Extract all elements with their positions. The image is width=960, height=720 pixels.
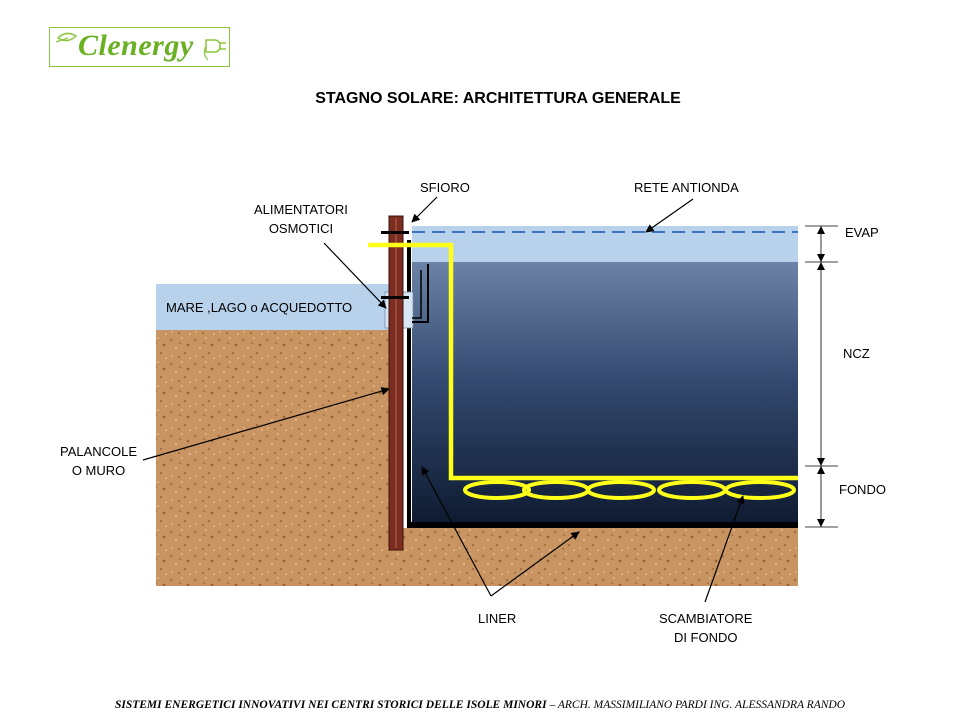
label-alimentatori-line1: ALIMENTATORI bbox=[254, 202, 348, 217]
leader-alimentatori bbox=[323, 242, 387, 309]
leader-palancole bbox=[142, 387, 390, 461]
plug-icon bbox=[203, 39, 226, 61]
heat-exchanger-coils bbox=[463, 480, 796, 500]
footer-title: SISTEMI ENERGETICI INNOVATIVI NEI CENTRI… bbox=[114, 699, 547, 711]
soil-left bbox=[156, 329, 392, 586]
label-evap: EVAP bbox=[845, 225, 879, 240]
footer-authors: – ARCH. MASSIMILIANO PARDI ING. ALESSAND… bbox=[546, 699, 846, 711]
liner-bottom bbox=[407, 522, 798, 528]
label-fondo: FONDO bbox=[839, 482, 886, 497]
label-scambiatore-line2: DI FONDO bbox=[673, 630, 738, 645]
pond-ncz-zone bbox=[412, 262, 798, 524]
logo-text: Clenergy bbox=[78, 29, 194, 62]
label-alimentatori-line2: OSMOTICI bbox=[268, 221, 334, 236]
external-water bbox=[156, 284, 392, 330]
soil-bottom bbox=[392, 528, 798, 586]
label-mare: MARE ,LAGO o ACQUEDOTTO bbox=[166, 300, 353, 315]
leader-rete-antionda bbox=[645, 198, 694, 233]
leader-sfioro bbox=[411, 196, 438, 223]
label-ncz: NCZ bbox=[843, 346, 870, 361]
feeder-pipe-1 bbox=[412, 264, 429, 323]
label-alimentatori: ALIMENTATORI OSMOTICI bbox=[254, 200, 348, 238]
heat-exchanger-pipe bbox=[368, 242, 798, 481]
label-scambiatore: SCAMBIATORE DI FONDO bbox=[659, 609, 752, 647]
dimension-arrows bbox=[817, 226, 825, 527]
leaf-icon bbox=[55, 32, 78, 43]
page-title: STAGNO SOLARE: ARCHITETTURA GENERALE bbox=[315, 90, 681, 107]
label-scambiatore-line1: SCAMBIATORE bbox=[659, 611, 753, 626]
dimension-lines bbox=[805, 225, 838, 528]
leader-scambiatore bbox=[704, 495, 745, 603]
label-rete-antionda: RETE ANTIONDA bbox=[634, 180, 739, 195]
label-palancole-line1: PALANCOLE bbox=[60, 444, 138, 459]
overflow-bar-top bbox=[381, 231, 409, 234]
liner-wall bbox=[407, 240, 411, 528]
label-palancole-line2: O MURO bbox=[71, 463, 126, 478]
overflow-bar-bottom bbox=[381, 296, 409, 299]
label-palancole: PALANCOLE O MURO bbox=[60, 442, 137, 480]
leader-liner-2 bbox=[490, 531, 580, 597]
label-sfioro: SFIORO bbox=[420, 180, 470, 195]
feeder-pipe-2 bbox=[412, 270, 422, 319]
footer: SISTEMI ENERGETICI INNOVATIVI NEI CENTRI… bbox=[0, 699, 960, 711]
logo: Clenergy bbox=[49, 27, 230, 67]
label-liner: LINER bbox=[478, 611, 517, 626]
leader-liner-1 bbox=[421, 466, 492, 597]
